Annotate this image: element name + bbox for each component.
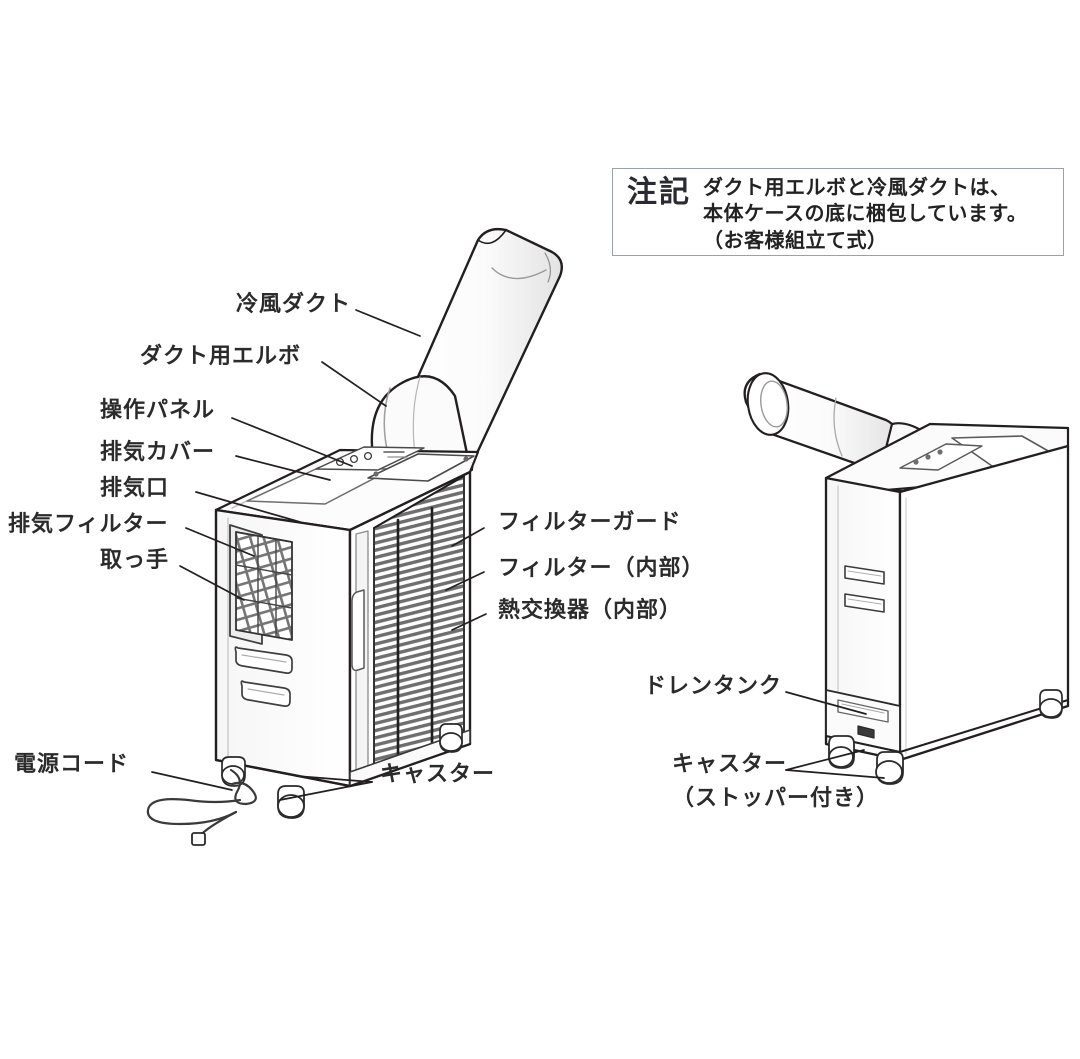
label-duct-elbow: ダクト用エルボ (140, 344, 302, 369)
body-face-right (898, 444, 1070, 762)
label-exhaust-filter: 排気フィルター (8, 512, 169, 537)
label-power-cord: 電源コード (14, 752, 130, 777)
label-cold-air-duct: 冷風ダクト (236, 292, 352, 317)
label-drain-tank: ドレンタンク (644, 674, 783, 699)
note-box: 注記 ダクト用エルボと冷風ダクトは、 本体ケースの底に梱包しています。 （お客様… (612, 168, 1064, 256)
note-heading: 注記 (627, 175, 691, 210)
label-exhaust-outlet: 排気口 (100, 476, 170, 501)
drain-tank-shape (825, 689, 1069, 753)
left-unit-illustration (146, 227, 563, 846)
note-line-3: （お客様組立て式） (703, 227, 888, 252)
top-panel-shape (214, 446, 480, 532)
label-handle: 取っ手 (100, 548, 170, 573)
label-exhaust-cover: 排気カバー (100, 440, 216, 465)
slot-vents (844, 565, 885, 613)
label-control-panel: 操作パネル (100, 398, 216, 423)
control-panel-shape (315, 446, 425, 471)
right-unit-illustration (743, 372, 1070, 785)
label-caster: キャスター (380, 762, 496, 787)
handle-shape (234, 646, 293, 707)
label-caster-stopper-sub: （ストッパー付き） (672, 786, 880, 811)
label-heat-exchanger: 熱交換器（内部） (498, 598, 683, 623)
leader-lines (151, 309, 885, 801)
power-cord-shape (146, 768, 257, 846)
note-line-1: ダクト用エルボと冷風ダクトは、 (703, 175, 1011, 199)
note-line-2: 本体ケースの底に梱包しています。 (703, 201, 1028, 226)
label-filter-guard: フィルターガード (498, 510, 682, 535)
heat-exchanger-louvers (373, 475, 465, 771)
label-filter-internal: フィルター（内部） (498, 556, 705, 581)
exhaust-grille-shape (235, 531, 293, 641)
caster-group-right (828, 689, 1063, 785)
exhaust-side-face (214, 508, 352, 788)
label-caster-stopper: キャスター (672, 752, 788, 777)
note-body: ダクト用エルボと冷風ダクトは、 本体ケースの底に梱包しています。 （お客様組立て… (695, 169, 1063, 253)
front-louver-face (348, 470, 472, 788)
